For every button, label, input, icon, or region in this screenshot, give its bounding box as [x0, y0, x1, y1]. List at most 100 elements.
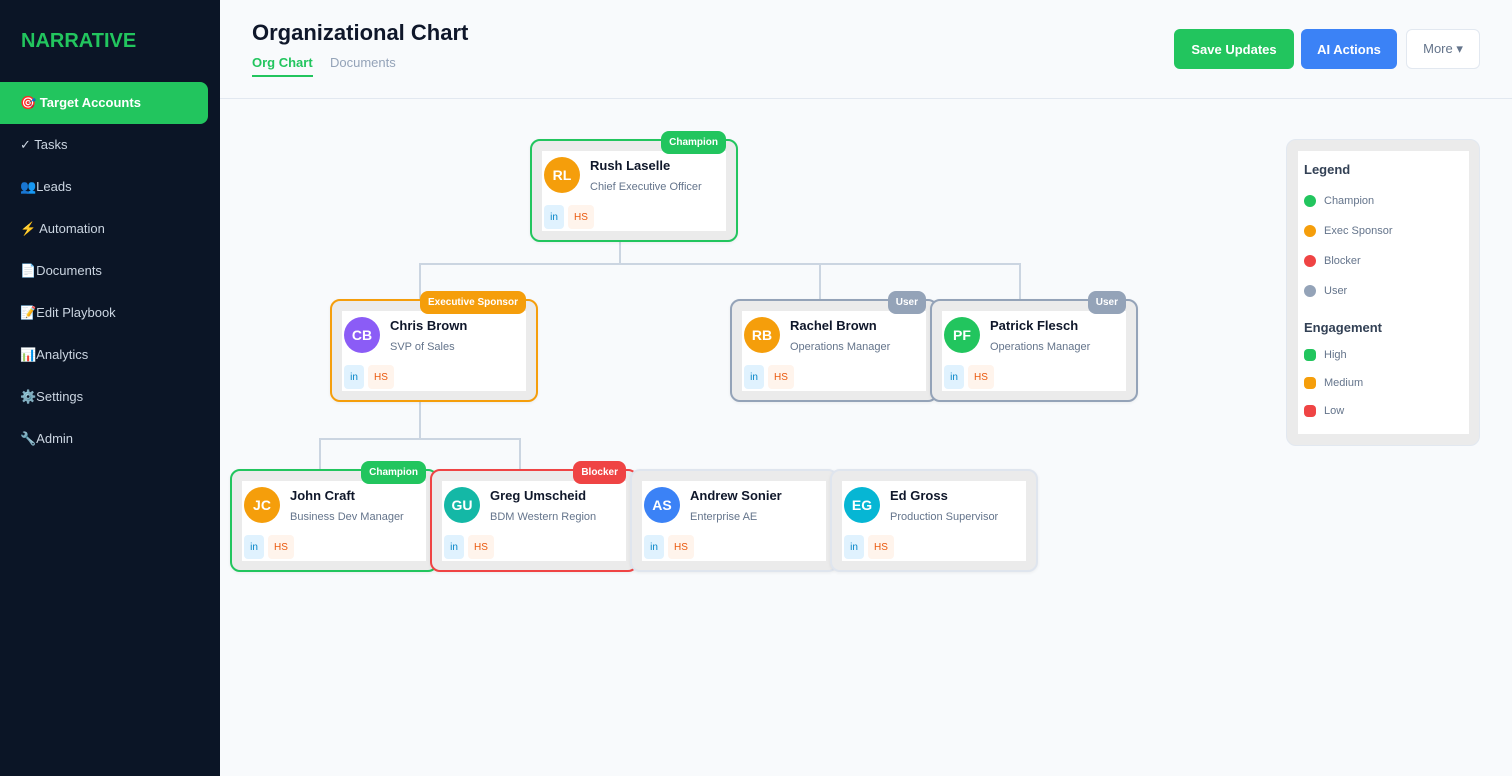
- person-card[interactable]: PF Patrick Flesch Operations Manager in …: [930, 291, 1138, 402]
- hubspot-link[interactable]: HS: [668, 535, 694, 559]
- page-title: Organizational Chart: [252, 20, 469, 45]
- legend-label: Blocker: [1324, 255, 1361, 267]
- person-title: Operations Manager: [990, 341, 1091, 353]
- person-title: BDM Western Region: [490, 511, 597, 523]
- hubspot-link[interactable]: HS: [868, 535, 894, 559]
- more-dropdown-button[interactable]: More ▾: [1406, 29, 1480, 69]
- linkedin-link[interactable]: in: [944, 365, 964, 389]
- legend-item: Champion: [1304, 195, 1374, 207]
- logo: NARRATIVE: [21, 30, 137, 52]
- sidebar-item-admin[interactable]: 🔧Admin: [20, 431, 74, 446]
- person-card[interactable]: CB Chris Brown SVP of Sales in HS Execut…: [330, 291, 538, 402]
- hubspot-link[interactable]: HS: [968, 365, 994, 389]
- hubspot-link[interactable]: HS: [368, 365, 394, 389]
- person-title: Operations Manager: [790, 341, 891, 353]
- legend-label: Low: [1324, 405, 1345, 417]
- person-card[interactable]: GU Greg Umscheid BDM Western Region in H…: [430, 461, 638, 572]
- role-badge: User: [887, 291, 926, 314]
- person-card[interactable]: AS Andrew Sonier Enterprise AE in HS: [630, 469, 838, 572]
- tab-documents[interactable]: Documents: [330, 55, 396, 70]
- linkedin-link[interactable]: in: [244, 535, 264, 559]
- role-badge: Blocker: [573, 461, 626, 484]
- legend-title: Legend: [1304, 162, 1351, 177]
- legend-label: Medium: [1324, 377, 1364, 389]
- sidebar-nav: 🎯 Target Accounts ✓ Tasks 👥Leads ⚡ Automati…: [0, 82, 208, 460]
- person-title: Enterprise AE: [690, 511, 758, 523]
- role-badge: Executive Sponsor: [419, 291, 526, 314]
- dot-icon: [1304, 349, 1316, 361]
- dot-icon: [1304, 405, 1316, 417]
- person-title: Chief Executive Officer: [590, 181, 702, 193]
- linkedin-link[interactable]: in: [544, 205, 564, 229]
- sidebar-item-edit-playbook[interactable]: 📝Edit Playbook: [20, 305, 116, 320]
- linkedin-link[interactable]: in: [744, 365, 764, 389]
- person-card[interactable]: JC John Craft Business Dev Manager in HS…: [230, 461, 438, 572]
- person-name: Ed Gross: [890, 488, 948, 503]
- legend-label: User: [1324, 285, 1348, 297]
- card-body: GU Greg Umscheid BDM Western Region in H…: [442, 481, 626, 561]
- ai-actions-button[interactable]: AI Actions: [1301, 29, 1397, 69]
- connector: [619, 242, 621, 264]
- tab-org-chart[interactable]: Org Chart: [252, 55, 313, 77]
- legend-item: Blocker: [1304, 255, 1361, 267]
- linkedin-link[interactable]: in: [344, 365, 364, 389]
- legend-item: User: [1304, 285, 1347, 297]
- sidebar-item-documents[interactable]: 📄Documents: [20, 263, 102, 278]
- card-body: CB Chris Brown SVP of Sales in HS: [342, 311, 526, 391]
- linkedin-link[interactable]: in: [644, 535, 664, 559]
- dot-icon: [1304, 377, 1316, 389]
- card-body: RB Rachel Brown Operations Manager in HS: [742, 311, 926, 391]
- hubspot-link[interactable]: HS: [568, 205, 594, 229]
- person-card[interactable]: RB Rachel Brown Operations Manager in HS…: [730, 291, 938, 402]
- card-body: PF Patrick Flesch Operations Manager in …: [942, 311, 1126, 391]
- hubspot-link[interactable]: HS: [468, 535, 494, 559]
- card-body: AS Andrew Sonier Enterprise AE in HS: [642, 481, 826, 561]
- person-name: Rachel Brown: [790, 318, 877, 333]
- connector: [319, 438, 521, 440]
- avatar: RL: [544, 157, 580, 193]
- role-badge: Champion: [361, 461, 426, 484]
- dot-icon: [1304, 225, 1316, 237]
- sidebar-item-target-accounts[interactable]: 🎯 Target Accounts: [0, 82, 208, 124]
- connector: [519, 438, 521, 470]
- person-name: John Craft: [290, 488, 355, 503]
- person-title: SVP of Sales: [390, 341, 455, 353]
- sidebar-item-leads[interactable]: 👥Leads: [20, 179, 72, 194]
- dot-icon: [1304, 285, 1316, 297]
- connector: [819, 263, 821, 300]
- legend-label: Exec Sponsor: [1324, 225, 1393, 237]
- sidebar-item-tasks[interactable]: ✓ Tasks: [20, 137, 68, 152]
- person-card[interactable]: EG Ed Gross Production Supervisor in HS: [830, 469, 1038, 572]
- card-body: RL Rush Laselle Chief Executive Officer …: [542, 151, 726, 231]
- person-name: Chris Brown: [390, 318, 468, 333]
- connector: [1019, 263, 1021, 300]
- card-body: JC John Craft Business Dev Manager in HS: [242, 481, 426, 561]
- avatar: PF: [944, 317, 980, 353]
- connector: [419, 402, 421, 439]
- sidebar-item-analytics[interactable]: 📊Analytics: [20, 347, 89, 362]
- person-name: Rush Laselle: [590, 158, 671, 173]
- person-title: Production Supervisor: [890, 511, 999, 523]
- legend-label: Champion: [1324, 195, 1375, 207]
- legend-item: Medium: [1304, 377, 1363, 389]
- role-badge: User: [1087, 291, 1126, 314]
- person-name: Andrew Sonier: [690, 488, 782, 503]
- person-title: Business Dev Manager: [290, 511, 404, 523]
- avatar: AS: [644, 487, 680, 523]
- hubspot-link[interactable]: HS: [268, 535, 294, 559]
- person-card[interactable]: RL Rush Laselle Chief Executive Officer …: [530, 131, 738, 242]
- save-updates-button[interactable]: Save Updates: [1174, 29, 1294, 69]
- sidebar-item-settings[interactable]: ⚙️Settings: [20, 389, 84, 404]
- linkedin-link[interactable]: in: [444, 535, 464, 559]
- linkedin-link[interactable]: in: [844, 535, 864, 559]
- engagement-title: Engagement: [1304, 320, 1383, 335]
- avatar: CB: [344, 317, 380, 353]
- avatar: GU: [444, 487, 480, 523]
- sidebar-item-automation[interactable]: ⚡ Automation: [20, 221, 105, 236]
- hubspot-link[interactable]: HS: [768, 365, 794, 389]
- dot-icon: [1304, 195, 1316, 207]
- connector: [419, 263, 421, 300]
- legend-label: High: [1324, 349, 1347, 361]
- avatar: EG: [844, 487, 880, 523]
